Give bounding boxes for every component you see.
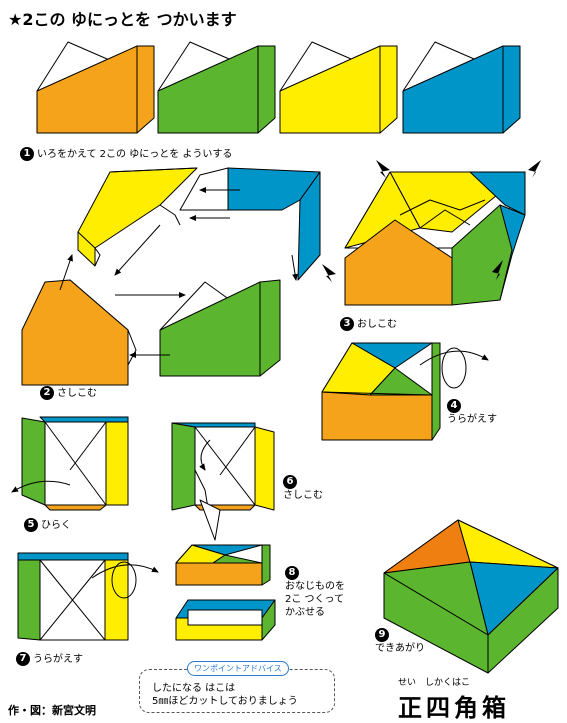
box-title-ruby: せい しかくはこ [398, 678, 471, 688]
step8-line2: 2こ つくって [285, 594, 345, 605]
step4-text: うらがえす [447, 414, 497, 425]
step4-box [321, 342, 441, 441]
unit-yellow [279, 41, 398, 134]
step6-caption: 6 さしこむ [283, 475, 323, 502]
step4-caption: 4 うらがえす [447, 399, 497, 426]
step9-text: できあがり [375, 643, 425, 654]
step8-line3: かぶせる [285, 607, 325, 618]
advice-line1: したになる はこは [152, 683, 236, 694]
step7-box [17, 552, 129, 641]
step8-number: 8 [285, 566, 299, 580]
step1-text: いろをかえて 2この ゆにっとを よういする [37, 149, 233, 160]
step2-number: 2 [40, 386, 54, 400]
step3-text: おしこむ [357, 319, 397, 330]
credit: 作・図：新宮文明 [8, 704, 96, 717]
step8-bottom [175, 599, 276, 641]
box-title: 正四角箱 [398, 694, 510, 722]
step2-yellow [77, 167, 198, 267]
advice-label: ワンポイントアドバイス [187, 661, 289, 676]
advice-line2: 5㎜ほどカットしておりましょう [152, 696, 298, 707]
step2-orange [21, 279, 137, 386]
unit-blue [402, 41, 521, 134]
step2-blue [179, 167, 321, 281]
step6-insert [171, 422, 275, 541]
step1-number: 1 [20, 147, 34, 161]
step9-number: 9 [375, 628, 389, 642]
step5-text: ひらく [41, 520, 71, 531]
step8-caption: 8 おなじものを 2こ つくって かぶせる [285, 566, 345, 619]
step9-caption: 9 できあがり [375, 628, 425, 655]
unit-green [157, 41, 276, 134]
step9-box [383, 519, 559, 674]
step4-number: 4 [447, 399, 461, 413]
step8-line1: おなじものを [285, 581, 345, 592]
page-title: ★2この ゆにっとを つかいます [8, 10, 237, 29]
step6-text: さしこむ [283, 490, 323, 501]
step7-text: うらがえす [33, 654, 83, 665]
step7-number: 7 [16, 652, 30, 666]
advice-text: したになる はこは 5㎜ほどカットしておりましょう [152, 682, 298, 708]
step5-number: 5 [24, 518, 38, 532]
step2-green [159, 279, 281, 377]
step5-open [21, 416, 129, 511]
step2-text: さしこむ [57, 388, 97, 399]
step8-top [175, 544, 271, 586]
step6-number: 6 [283, 475, 297, 489]
unit-orange [36, 41, 155, 134]
step3-box [344, 171, 526, 306]
step3-number: 3 [340, 317, 354, 331]
